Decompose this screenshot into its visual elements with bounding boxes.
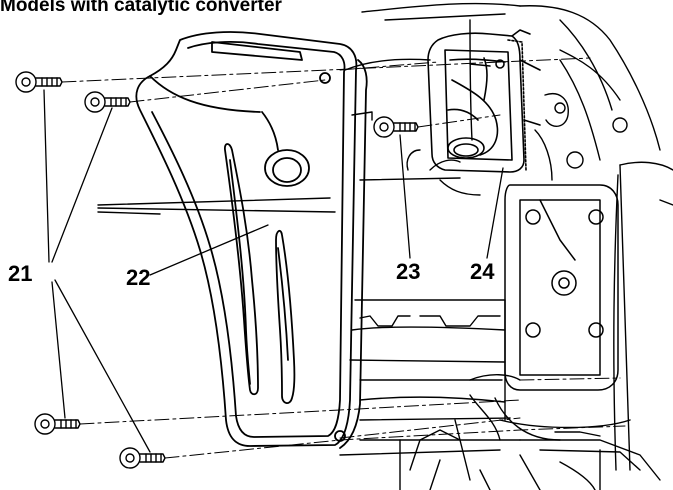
leader-23 [399,134,411,259]
figure-title: Models with catalytic converter [0,0,282,16]
leader-21-to-screw-c [51,281,66,419]
heat-shield-cover [135,31,368,449]
callout-23: 23 [396,259,420,284]
leader-21-to-screw-d [54,279,151,453]
leader-24 [486,167,504,259]
screw-21b [84,91,131,113]
engine-housing [97,2,673,490]
screw-21a [15,71,63,93]
screw-23 [373,116,419,138]
screw-21d [119,447,166,469]
mounting-bracket [504,184,619,391]
callout-21: 21 [8,261,32,286]
exhaust-manifold-gasket [427,29,541,173]
screw-21c [34,413,81,435]
leader-22 [149,224,269,276]
alignment-lines [61,57,626,459]
leader-21-to-screw-b [51,107,113,263]
callout-24: 24 [470,259,495,284]
callout-22: 22 [126,265,150,290]
leader-21-to-screw-a [43,89,50,263]
leader-lines [43,89,504,453]
